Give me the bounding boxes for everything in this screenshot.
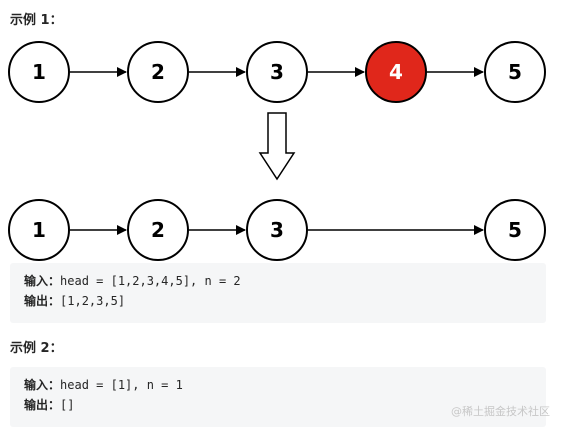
output-line: 输出：[] (24, 397, 74, 413)
input-value: head = [1,2,3,4,5], n = 2 (60, 274, 241, 288)
node-label: 3 (270, 218, 284, 242)
output-value: [] (60, 398, 75, 412)
example-2-code-block: 输入：head = [1], n = 1 输出：[] (10, 367, 546, 427)
list-node: 2 (127, 199, 189, 261)
output-line: 输出：[1,2,3,5] (24, 293, 125, 309)
list-node: 1 (8, 41, 70, 103)
example-1-heading: 示例 1： (10, 13, 63, 28)
node-label: 5 (508, 60, 522, 84)
input-line: 输入：head = [1,2,3,4,5], n = 2 (24, 273, 241, 289)
list-node: 5 (484, 41, 546, 103)
before-list: 1 2 3 4 5 (8, 41, 546, 103)
node-label: 5 (508, 218, 522, 242)
list-node: 3 (246, 199, 308, 261)
linked-list-diagram: 1 2 3 4 5 1 2 (8, 41, 546, 261)
node-label: 1 (32, 218, 46, 242)
list-node: 3 (246, 41, 308, 103)
list-node-highlighted: 4 (365, 41, 427, 103)
input-label: 输入： (24, 378, 61, 392)
input-line: 输入：head = [1], n = 1 (24, 377, 183, 393)
input-label: 输入： (24, 274, 61, 288)
input-value: head = [1], n = 1 (60, 378, 183, 392)
list-node: 5 (484, 199, 546, 261)
after-list: 1 2 3 5 (8, 199, 546, 261)
list-node: 1 (8, 199, 70, 261)
node-label: 4 (389, 60, 403, 84)
list-node: 2 (127, 41, 189, 103)
down-arrow-icon (258, 112, 296, 181)
output-value: [1,2,3,5] (60, 294, 126, 308)
example-2-heading: 示例 2： (10, 341, 63, 356)
node-label: 1 (32, 60, 46, 84)
output-label: 输出： (24, 294, 61, 308)
node-label: 2 (151, 218, 165, 242)
output-label: 输出： (24, 398, 61, 412)
watermark: @稀土掘金技术社区 (451, 405, 550, 418)
node-label: 2 (151, 60, 165, 84)
example-1-code-block: 输入：head = [1,2,3,4,5], n = 2 输出：[1,2,3,5… (10, 263, 546, 323)
node-label: 3 (270, 60, 284, 84)
